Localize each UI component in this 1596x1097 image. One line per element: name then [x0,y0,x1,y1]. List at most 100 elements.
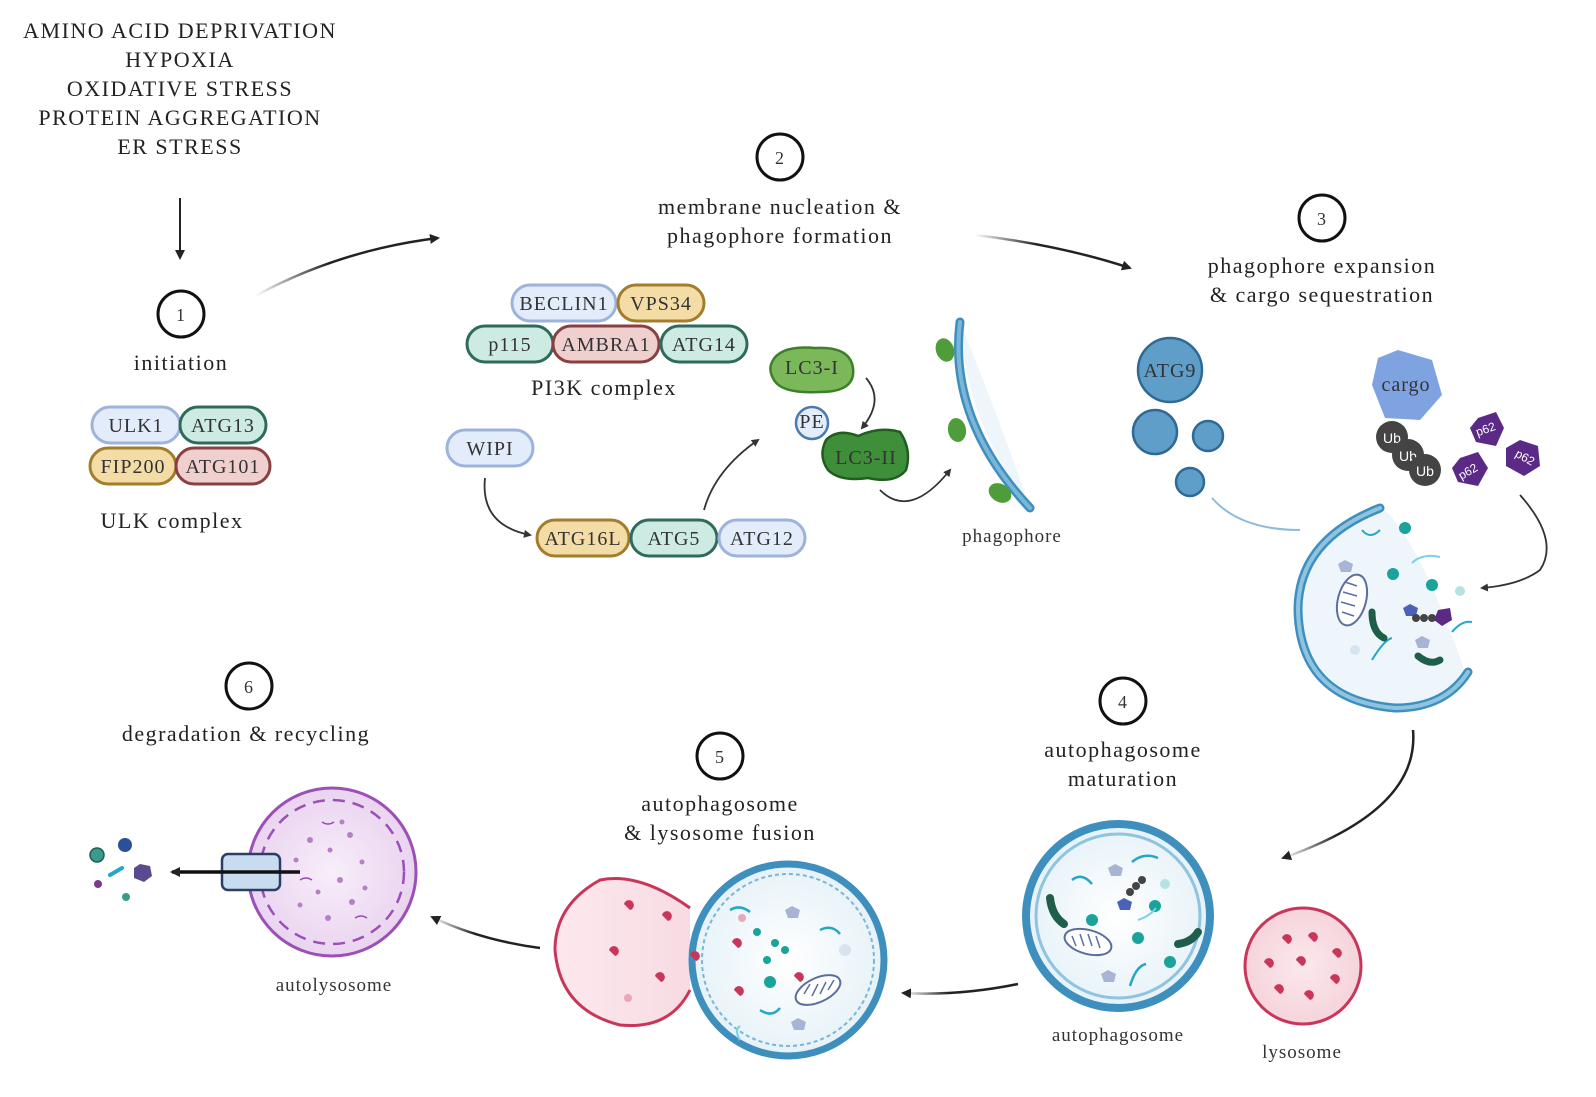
content-dot-2 [1387,568,1399,580]
fusion-enzyme-4 [655,972,665,982]
content-squiggle-3 [1371,637,1393,661]
lyso-enzyme-1 [1282,934,1292,944]
fusion-mitochondrion-icon [794,974,842,1006]
wipi-protein [445,428,535,468]
auto-er-2 [1174,928,1202,948]
step-1-title: initiation [134,350,228,375]
step-2-marker [755,132,805,182]
phagophore-lc3-dot-1 [935,338,955,362]
auto-cargo-1 [1108,864,1123,876]
content-squiggle-4 [1451,620,1473,633]
fusion-structure [553,860,888,1060]
phagophore-inner-fill [960,322,1030,508]
product-small-teal [122,893,130,901]
lyso-enzyme-5 [1296,956,1306,966]
step-6-title: degradation & recycling [122,721,370,746]
step-3-title-line1: phagophore expansion [1208,253,1437,278]
atg14-protein [659,324,749,364]
step-3-number: 3 [1317,209,1327,229]
content-cargo-1 [1403,604,1418,616]
step-1: 1 initiation [134,289,228,375]
auto-dot-1 [1086,914,1098,926]
fusion-squiggle-1 [729,906,751,914]
debris-8 [297,902,303,908]
arrow-wipi-to-atg16l [483,477,532,538]
beclin1-protein [510,283,618,323]
arrow-step2-to-step3 [974,233,1132,271]
fusion-squiggle-2 [819,926,841,935]
atg9-vesicle-2 [1131,408,1179,456]
atg9-vesicle-large [1136,336,1204,404]
arrow-lc3ii-to-phagophore [879,468,952,503]
ambra1-protein [551,324,661,364]
content-ub-b [1420,614,1428,622]
arrow-step5-to-step6 [430,915,541,950]
fusion-enzyme-1 [624,900,634,910]
atg13-label: ATG13 [191,415,255,437]
autophagosome-label: autophagosome [1052,1025,1184,1046]
debris-4 [359,859,365,865]
auto-ub-c [1138,876,1146,884]
lyso-enzyme-6 [1330,974,1340,984]
stressor-hypoxia: HYPOXIA [125,47,235,72]
autolysosome-debris [293,819,368,921]
content-cargo-3 [1415,636,1430,648]
cargo-label: cargo [1381,374,1430,396]
phagophore-lc3-dot-3 [988,483,1012,503]
content-dot-4 [1455,586,1465,596]
debris-2 [327,847,333,853]
fusion-enzyme-5 [690,951,700,961]
auto-cargo-3 [1117,898,1132,910]
content-squiggle-1 [1361,529,1381,536]
fusion-enzyme-2 [662,911,672,921]
auto-dot-5 [1160,879,1170,889]
lysosome-label: lysosome [1262,1042,1342,1063]
atg14-label: ATG14 [672,334,736,356]
product-teal-circle [89,847,105,863]
fusion-dot-4 [764,976,776,988]
atg12-label: ATG12 [730,528,794,550]
auto-squiggle-2 [1131,854,1159,863]
fusion-cargo-2 [791,1018,806,1030]
stressor-er-stress: ER STRESS [117,134,242,159]
vps34-label: VPS34 [630,293,692,315]
step-6-marker [224,661,274,711]
debris-9 [325,915,331,921]
step-4-number: 4 [1118,692,1128,712]
step-3-title-line2: & cargo sequestration [1210,282,1434,307]
fusion-dot-6 [839,944,851,956]
auto-er-1 [1046,894,1068,928]
fusion-enzyme-3 [609,946,619,956]
p62-2 [1470,412,1504,446]
step-5: 5 autophagosome & lysosome fusion [624,731,814,845]
cargo-group: cargo Ub Ub Ub p62 p62 p62 [1372,350,1548,592]
step-2-number: 2 [775,148,785,168]
lc3-i-blob [769,346,855,394]
debris-squiggle-3 [321,821,335,825]
product-blue-dash [108,866,124,877]
debris-10 [362,885,368,891]
fusion-dot-3 [781,946,789,954]
debris-1 [307,837,313,843]
fusion-enzyme-8 [794,972,804,982]
fusion-enzyme-6 [732,938,742,948]
lyso-enzyme-8 [1304,990,1314,1000]
mitochondrion-cristae [1340,581,1358,617]
content-squiggle-2 [1411,554,1441,564]
lc3-lipidation: LC3-I PE LC3-II [769,346,952,503]
step-6: 6 degradation & recycling [122,661,370,746]
fusion-mitochondrion-cristae [803,979,835,997]
content-cargo-2 [1338,560,1353,572]
auto-squiggle-3 [1128,962,1147,987]
arrow-step1-to-step2 [254,234,440,298]
atg9-label: ATG9 [1144,360,1197,382]
step-2-title-line1: membrane nucleation & [658,194,902,219]
content-dot-3 [1426,579,1438,591]
auto-dot-2 [1132,932,1144,944]
atg9-fusion-line [1211,497,1301,531]
atg101-label: ATG101 [186,456,261,478]
phagophore-label: phagophore [962,526,1062,547]
ulk1-label: ULK1 [108,415,163,437]
fusion-pale-enzyme-2 [738,914,746,922]
debris-squiggle-1 [299,877,313,881]
